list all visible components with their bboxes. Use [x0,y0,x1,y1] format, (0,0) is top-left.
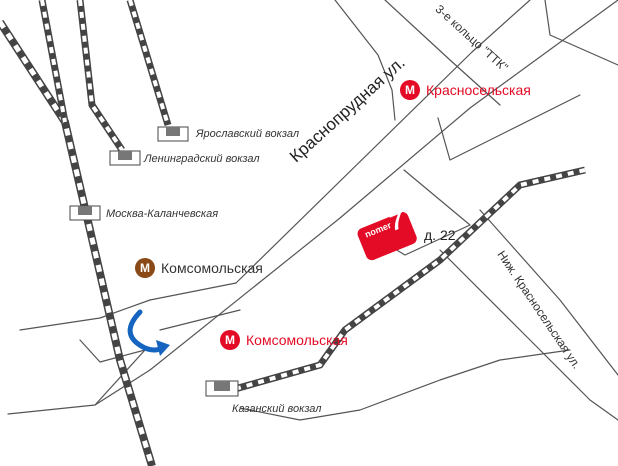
kalanchevskaya-station-label: Москва-Каланчевская [106,208,219,220]
railway-main [0,19,156,466]
street-square-middle [159,309,241,331]
metro-komsomolskaya-radial-label: Комсомольская [246,332,348,348]
nomer7-logo-badge [357,212,417,261]
direction-arrow-head [156,340,170,356]
station-buildings [69,126,239,397]
street-nizh-krasnoselskaya-lower [439,249,618,421]
street-ttk-east-edge [544,0,618,66]
railway-branch-west-dashes [40,0,67,123]
direction-arrow-curve [127,309,165,353]
nomer7-logo-suffix: .ru [397,202,411,216]
kazansky-station-roof [214,381,230,391]
nomer7-logo [357,212,417,261]
street-nizh-krasnoselskaya-upper [479,209,618,376]
metro-komsomolskaya-ring-icon: M [135,258,155,278]
yaroslavsky-station-label: Ярославский вокзал [196,128,300,140]
street-southwest [7,369,151,415]
destination-address-label: д. 22 [424,227,456,243]
street-square-bottom [79,339,146,406]
direction-arrow [127,309,170,356]
metro-krasnoselskaya-label: Красносельская [426,82,531,98]
street-krasnoprudnaya-lower-edge [149,0,618,371]
nomer7-logo-prefix: nomer [363,220,393,240]
railway-lines [0,0,586,466]
metro-krasnoselskaya-icon: M [400,80,420,100]
street-ttk-right-edge [384,0,501,106]
street-block-north [437,94,581,161]
leningradsky-station-label: Ленинградский вокзал [144,153,260,165]
yaroslavsky-station-roof [166,127,180,136]
street-krasnoprudnaya-upper-edge [235,0,531,284]
street-west [19,299,151,331]
metro-komsomolskaya-radial-icon: M [220,330,240,350]
street-kazansky-side [239,349,571,421]
street-ttk-left-edge [334,0,396,121]
metro-komsomolskaya-ring-label: Комсомольская [161,260,263,276]
leningradsky-station-roof [118,151,132,160]
kalanchevskaya-station-roof [78,206,92,215]
railway-main-dashes [0,20,155,466]
street-lines [7,0,618,421]
railway-leningradsky [76,0,125,152]
street-square-top [149,282,237,301]
kazansky-station-label: Казанский вокзал [232,403,322,415]
railway-kazansky-dashes [234,168,586,391]
railway-yaroslavsky-dashes [128,0,170,126]
